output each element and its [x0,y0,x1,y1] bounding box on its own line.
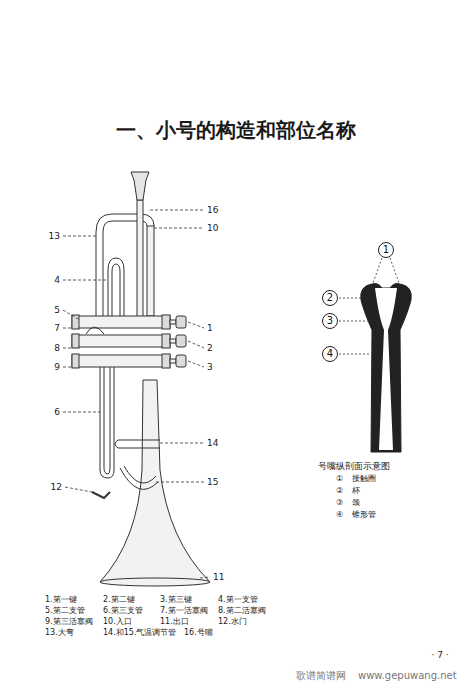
part-name: 6.第三支管 [103,606,143,616]
part-name: 11.出口 [160,617,189,627]
callout-circle: 2 [322,290,338,306]
part-name: 13.大弯 [45,628,74,638]
callout-number: 13 [49,231,60,242]
callout-number: 6 [54,407,60,418]
figure-caption: 号嘴纵剖面示意图 [318,461,390,472]
key-text: 锥形管 [352,510,376,520]
key-text: 颈 [352,498,360,508]
callout-circle: 4 [322,346,338,362]
part-name: 4.第一支管 [218,595,258,605]
part-name: 10.入口 [103,617,132,627]
page-number: · 7 · [431,650,448,661]
callout-number: 3 [207,362,213,373]
part-name: 3.第三键 [160,595,192,605]
callout-number: 14 [207,438,218,449]
key-number: ④ [336,510,343,520]
key-text: 接触圈 [352,474,376,484]
key-text: 杯 [352,486,360,496]
callout-number: 2 [207,343,213,354]
callout-number: 10 [207,223,218,234]
callout-number: 16 [207,205,218,216]
part-name: 7.第一活塞阀 [160,606,208,616]
callout-number: 9 [54,362,60,373]
part-name: 5.第二支管 [45,606,85,616]
key-number: ② [336,486,343,496]
part-name: 9.第三活塞阀 [45,617,93,627]
callout-number: 1 [207,323,213,334]
key-number: ① [336,474,343,484]
callout-number: 15 [207,477,218,488]
key-number: ③ [336,498,343,508]
callout-number: 4 [54,275,60,286]
part-name: 2.第二键 [103,595,135,605]
callout-circle: 1 [378,242,394,258]
callout-number: 11 [213,572,224,583]
callout-number: 12 [51,482,62,493]
part-name: 16.号嘴 [184,628,213,638]
watermark: www.gepuwang.net [358,670,457,682]
part-name: 12.水门 [218,617,247,627]
page-title: 一、小号的构造和部位名称 [0,118,471,142]
part-name: 8.第二活塞阀 [218,606,266,616]
callout-number: 4 [327,349,333,359]
callout-number: 7 [54,323,60,334]
callout-number: 2 [327,293,333,303]
callout-number: 3 [327,316,333,326]
part-name: 14.和15.气温调节管 [103,628,176,638]
callout-number: 8 [54,343,60,354]
watermark: 歌谱简谱网 [296,670,346,682]
callout-number: 5 [54,305,60,316]
callout-circle: 3 [322,313,338,329]
callout-number: 1 [383,245,389,255]
part-name: 1.第一键 [45,595,77,605]
